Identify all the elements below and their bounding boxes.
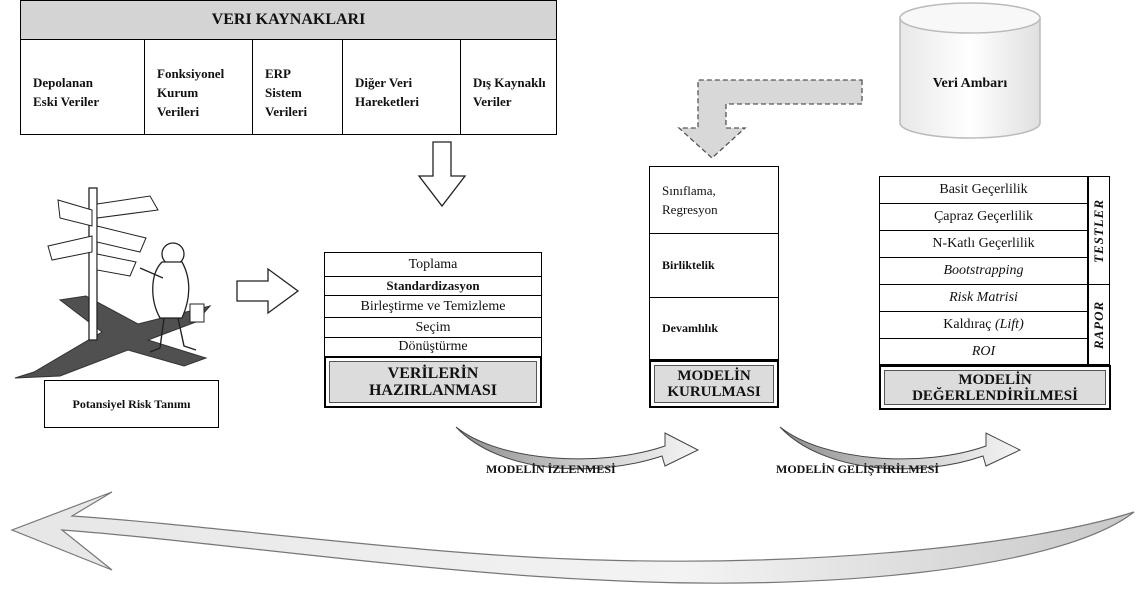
lift-text: Kaldıraç (Lift) <box>943 317 1024 332</box>
source-other-movements: Diğer Veri Hareketleri <box>343 40 461 134</box>
model-evaluation-stack: Basit Geçerlilik Çapraz Geçerlilik N-Kat… <box>879 176 1111 365</box>
caption-line: DEĞERLENDİRİLMESİ <box>912 387 1078 404</box>
model-build-stack: Sınıflama, Regresyon Birliktelik Devamlı… <box>649 166 779 360</box>
data-sources-row: Depolanan Eski Veriler Fonksiyonel Kurum… <box>20 39 557 135</box>
side-label-text: TESTLER <box>1091 198 1107 263</box>
eval-item: Bootstrapping <box>879 257 1088 284</box>
eval-item: Basit Geçerlilik <box>879 176 1088 203</box>
side-label-text: RAPOR <box>1091 300 1106 349</box>
down-arrow-sources <box>417 141 467 208</box>
prep-step: Seçim <box>324 317 542 337</box>
build-method: Devamlılık <box>649 297 779 360</box>
flow-label-monitoring: MODELİN İZLENMESİ <box>486 462 616 476</box>
eval-item: N-Katlı Geçerlilik <box>879 230 1088 257</box>
curved-arrow-development <box>779 426 1022 470</box>
eval-item: Kaldıraç (Lift) <box>879 311 1088 338</box>
eval-item: ROI <box>879 338 1088 365</box>
data-warehouse-label: Veri Ambarı <box>932 76 1008 91</box>
dashed-bent-arrow <box>677 79 863 159</box>
caption-line: KURULMASI <box>667 384 761 400</box>
build-method: Sınıflama, Regresyon <box>649 166 779 233</box>
source-functional-data: Fonksiyonel Kurum Verileri <box>145 40 253 134</box>
caption-line: MODELİN <box>677 368 751 384</box>
data-preparation-caption: VERİLERİN HAZIRLANMASI <box>324 356 542 408</box>
caption-line: MODELİN <box>958 371 1032 388</box>
model-evaluation-caption: MODELİN DEĞERLENDİRİLMESİ <box>879 365 1111 410</box>
data-preparation-stack: Toplama Standardizasyon Birleştirme ve T… <box>324 252 542 357</box>
prep-step: Standardizasyon <box>324 276 542 295</box>
prep-step: Dönüştürme <box>324 337 542 357</box>
caption-line: HAZIRLANMASI <box>368 382 497 399</box>
eval-item: Risk Matrisi <box>879 284 1088 311</box>
model-build-caption: MODELİN KURULMASI <box>649 360 779 408</box>
eval-item: Çapraz Geçerlilik <box>879 203 1088 230</box>
prep-step: Birleştirme ve Temizleme <box>324 295 542 317</box>
build-method: Birliktelik <box>649 233 779 297</box>
data-warehouse-cylinder <box>899 2 1041 139</box>
prep-step: Toplama <box>324 252 542 276</box>
side-label-tests: TESTLER <box>1088 176 1110 285</box>
flow-label-development: MODELİN GELİŞTİRİLMESİ <box>776 462 940 476</box>
feedback-arrow <box>10 491 1135 584</box>
right-arrow-preparation <box>236 267 300 315</box>
source-external-data: Dış Kaynaklı Veriler <box>473 75 546 109</box>
source-erp-data: ERP Sistem Verileri <box>253 40 343 134</box>
potential-risk-box: Potansiyel Risk Tanımı <box>44 380 219 428</box>
caption-line: VERİLERİN <box>387 365 479 382</box>
data-sources-title: VERI KAYNAKLARI <box>20 0 557 40</box>
signpost-figure <box>14 187 212 379</box>
source-stored-old-data: Depolanan Eski Veriler <box>21 40 145 134</box>
curved-arrow-monitoring <box>455 426 700 470</box>
side-label-report: RAPOR <box>1088 284 1110 365</box>
